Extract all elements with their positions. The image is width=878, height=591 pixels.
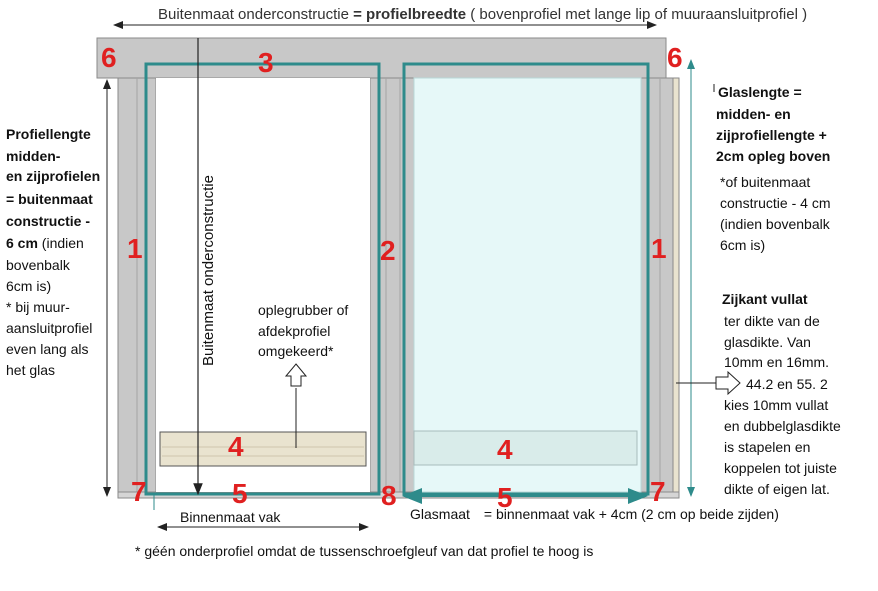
rubber-strip-right [413, 430, 638, 466]
vullat-line6: en dubbelglasdikte [724, 418, 841, 434]
middle-post [369, 77, 415, 497]
up-hollow-arrow-icon [284, 363, 308, 387]
glass-note-line2: midden- en [716, 106, 791, 122]
vullat-line2: glasdikte. Van [724, 334, 811, 350]
inner-width-label: Binnenmaat vak [180, 509, 281, 525]
glass-note-line4: 2cm opleg boven [716, 148, 831, 164]
left-note-line10: aansluitprofiel [6, 320, 93, 336]
vullat-line4: 44.2 en 55. 2 [746, 376, 828, 392]
left-note-line6: 6 cm (indien [6, 235, 84, 251]
marker-8: 8 [381, 480, 397, 511]
left-note-line3: en zijprofielen [6, 168, 101, 184]
vullat-line1: ter dikte van de [724, 313, 820, 329]
left-note-line8: 6cm is) [6, 278, 52, 294]
marker-7-right: 7 [650, 476, 666, 507]
side-filler-strip [672, 77, 680, 497]
marker-2: 2 [380, 235, 396, 266]
marker-6-right: 6 [667, 42, 683, 73]
vullat-line5: kies 10mm vullat [724, 397, 829, 413]
vullat-line3: 10mm en 16mm. [724, 354, 830, 370]
glass-note-line1: Glaslengte = [718, 84, 802, 100]
top-caption-normal: Buitenmaat onderconstructie [158, 6, 354, 23]
vertical-outer-label: Buitenmaat onderconstructie [200, 175, 217, 366]
glass-pane [413, 77, 642, 493]
glass-note-line6: constructie - 4 cm [720, 195, 831, 211]
rubber-strip-left [159, 431, 367, 467]
left-note-line7: bovenbalk [6, 257, 70, 273]
top-caption-bold: = profielbreedte [353, 6, 467, 23]
right-hollow-arrow-icon [715, 370, 741, 396]
bottom-base [117, 491, 680, 499]
vullat-line8: koppelen tot juiste [724, 460, 837, 476]
marker-4-right: 4 [497, 434, 513, 465]
marker-5-left: 5 [232, 478, 248, 509]
left-note-line4: = buitenmaat [6, 191, 93, 207]
left-note-line5: constructie - [6, 213, 91, 229]
marker-5-right: 5 [497, 482, 513, 513]
left-profile-outline [144, 62, 381, 496]
left-note-line11: even lang als [6, 341, 89, 357]
glass-note-line7: (indien bovenbalk [720, 216, 830, 232]
top-beam [96, 37, 667, 79]
top-dimension-caption: Buitenmaat onderconstructie = profielbre… [158, 6, 807, 24]
marker-4-left: 4 [228, 431, 244, 462]
top-caption-rest: ( bovenprofiel met lange lip of muuraans… [466, 6, 808, 23]
glass-note-line8: 6cm is) [720, 237, 766, 253]
glass-note-line5: *of buitenmaat [720, 174, 811, 190]
glass-width-label: Glasmaat= binnenmaat vak + 4cm (2 cm op … [410, 506, 779, 522]
left-note-line1: Profiellengte [6, 126, 91, 142]
center-note-line1: oplegrubber of [258, 302, 349, 318]
marker-6-left: 6 [101, 42, 117, 73]
left-note-line2: midden- [6, 148, 61, 164]
glass-note-line3: zijprofiellengte + [716, 127, 827, 143]
left-note-line12: het glas [6, 362, 56, 378]
left-note-line9: * bij muur- [6, 299, 70, 315]
vullat-line9: dikte of eigen lat. [724, 481, 830, 497]
vullat-title: Zijkant vullat [722, 291, 808, 307]
marker-1-right: 1 [651, 233, 667, 264]
marker-7-left: 7 [131, 476, 147, 507]
marker-3: 3 [258, 47, 274, 78]
marker-1-left: 1 [127, 233, 143, 264]
center-note-line3: omgekeerd* [258, 343, 334, 359]
footnote: * géén onderprofiel omdat de tussenschro… [135, 543, 594, 559]
left-opening [156, 78, 370, 492]
vullat-line7: is stapelen en [724, 439, 811, 455]
center-note-line2: afdekprofiel [258, 323, 331, 339]
